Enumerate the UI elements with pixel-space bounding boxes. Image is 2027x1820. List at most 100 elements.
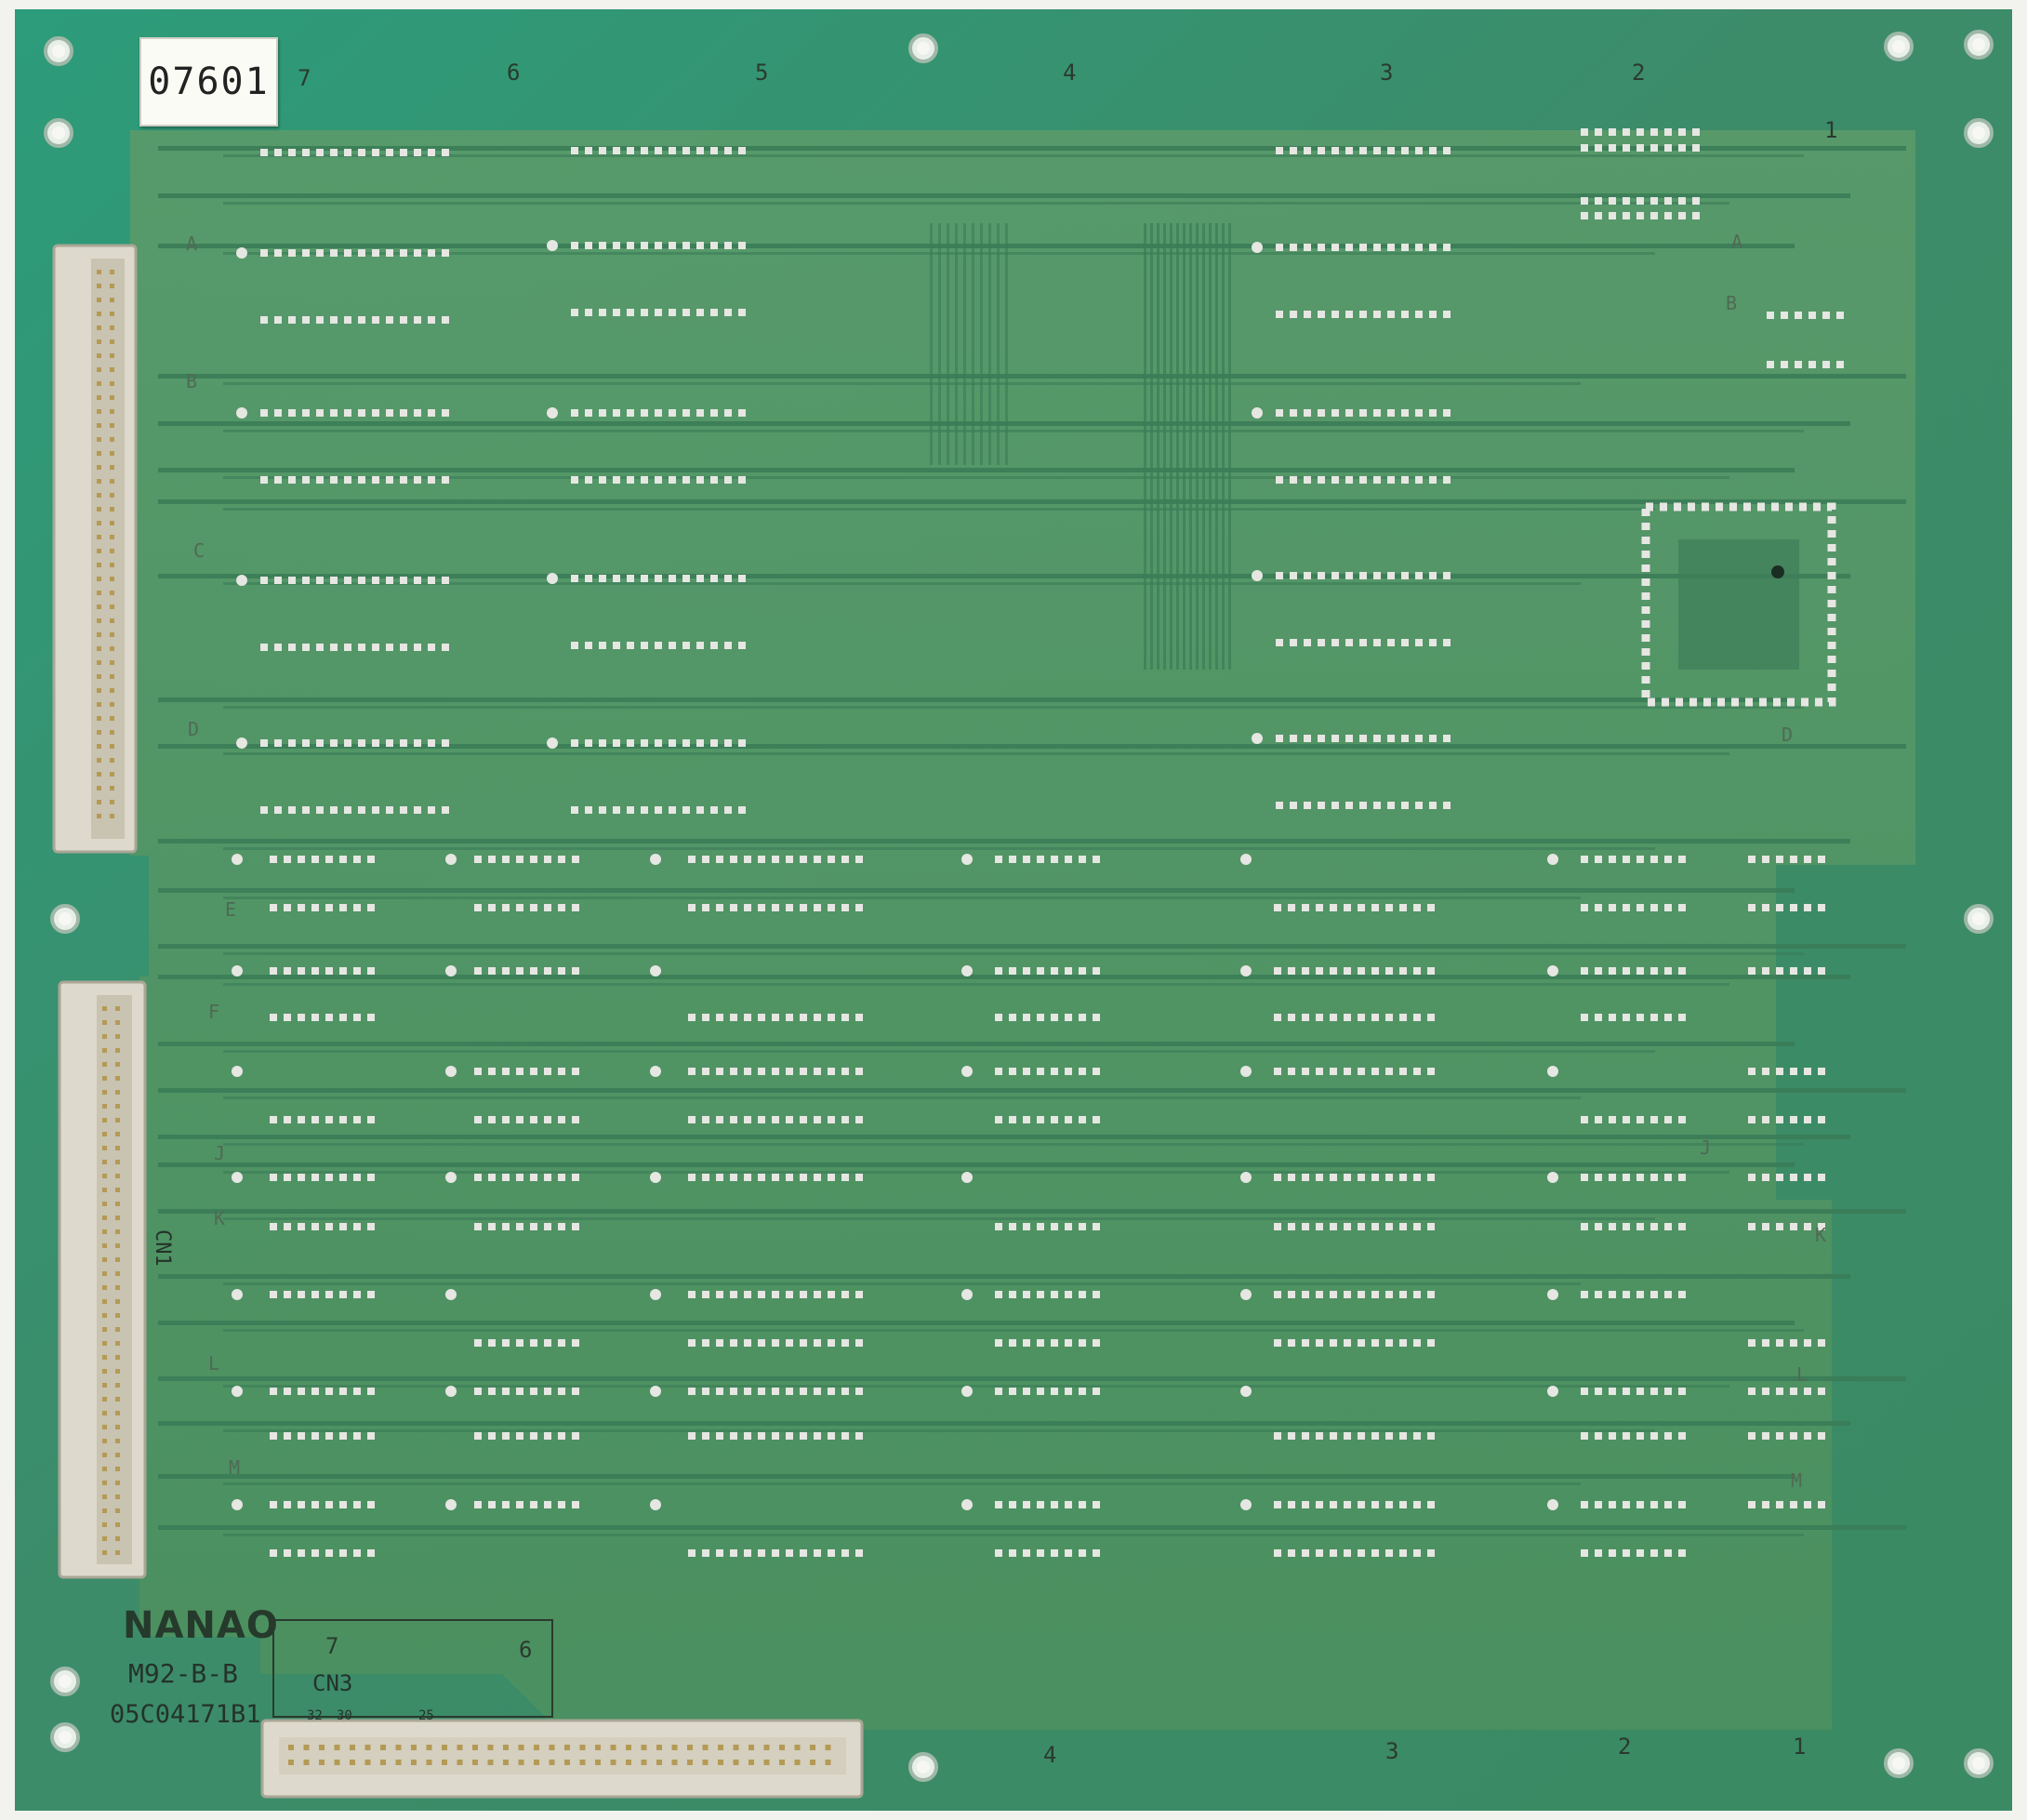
ic-pad — [724, 242, 732, 249]
via-pad — [232, 1172, 243, 1183]
connector-pin — [102, 1132, 107, 1136]
connector-pin — [110, 577, 114, 581]
ic-pad — [1595, 1116, 1602, 1123]
connector-pin — [626, 1760, 631, 1765]
via-pad — [1547, 1499, 1558, 1510]
ic-pad — [1037, 967, 1044, 975]
connector-pin — [610, 1745, 616, 1750]
via-pad — [445, 854, 457, 865]
ic-pad — [1595, 904, 1602, 911]
via-pad — [232, 1499, 243, 1510]
bus-trace — [158, 468, 1795, 472]
ic-pad — [1023, 1501, 1030, 1508]
ic-pad — [1093, 1501, 1100, 1508]
ic-pad — [1401, 735, 1409, 742]
ic-pad — [339, 1116, 347, 1123]
connector-pin — [115, 1508, 120, 1513]
ic-pad — [655, 739, 662, 747]
ic-pad — [311, 1116, 319, 1123]
via-pad — [1252, 733, 1263, 744]
ic-pad — [800, 1388, 807, 1395]
ic-pad — [1623, 128, 1630, 136]
ic-pad — [716, 1174, 723, 1181]
ic-pad — [330, 316, 338, 324]
trace-bundle — [997, 223, 1000, 465]
ic-pad — [1387, 476, 1395, 484]
ic-pad — [367, 1501, 375, 1508]
ic-pad — [1399, 1501, 1407, 1508]
ic-pad — [1818, 1339, 1825, 1347]
connector-pin — [102, 1216, 107, 1220]
ic-pad — [1818, 904, 1825, 911]
ic-pad — [702, 1291, 709, 1298]
ic-pad — [1276, 572, 1283, 579]
ic-pad — [428, 316, 435, 324]
ic-pad — [710, 147, 718, 154]
ic-pad — [1373, 476, 1381, 484]
ic-pad — [558, 1501, 565, 1508]
ic-pad — [1767, 361, 1774, 368]
ic-pad — [428, 149, 435, 156]
ic-pad — [558, 967, 565, 975]
ic-pad — [828, 1549, 835, 1557]
ic-pad — [325, 1014, 333, 1021]
connector-pin — [549, 1760, 555, 1765]
ic-pad — [474, 1174, 482, 1181]
ic-pad — [841, 1388, 849, 1395]
ic-pad — [730, 856, 737, 863]
ic-pad — [1304, 802, 1311, 809]
via-pad — [1240, 1386, 1252, 1397]
ic-pad — [1443, 147, 1451, 154]
ic-pad — [1079, 967, 1086, 975]
via-pad — [232, 965, 243, 976]
ic-pad — [1358, 1432, 1365, 1440]
ic-pad — [669, 575, 676, 582]
via-pad — [961, 854, 973, 865]
ic-pad — [800, 1116, 807, 1123]
connector-pin — [115, 1369, 120, 1374]
ic-pad — [814, 904, 821, 911]
ic-pad — [1358, 1223, 1365, 1230]
ic-pad — [325, 856, 333, 863]
ic-pad — [627, 476, 634, 484]
ic-pad — [530, 904, 537, 911]
ic-pad — [270, 1116, 277, 1123]
plcc-hole — [1771, 565, 1784, 578]
ic-pad — [1316, 967, 1323, 975]
ic-pad — [1443, 476, 1451, 484]
ic-pad — [1316, 1223, 1323, 1230]
ic-pad — [772, 856, 779, 863]
ic-pad — [1636, 197, 1644, 205]
ic-pad — [786, 1116, 793, 1123]
ic-pad — [758, 1174, 765, 1181]
ic-pad — [339, 1014, 347, 1021]
ic-pad — [814, 856, 821, 863]
via-pad — [650, 1289, 661, 1300]
ic-pad — [302, 577, 310, 584]
connector-pin — [110, 367, 114, 372]
ic-pad — [1664, 1116, 1672, 1123]
ic-pad — [367, 1174, 375, 1181]
ic-pad — [288, 149, 296, 156]
ic-pad — [1790, 1174, 1797, 1181]
ic-pad — [1818, 1174, 1825, 1181]
ic-pad — [1304, 476, 1311, 484]
trace-bundle — [1163, 223, 1166, 670]
connector-pin — [110, 353, 114, 358]
ic-pad — [1345, 147, 1353, 154]
connector-pin — [102, 1020, 107, 1025]
connector-pin — [97, 423, 101, 428]
ic-pad — [1330, 1068, 1337, 1075]
ic-pad — [1079, 1388, 1086, 1395]
ic-pad — [1274, 1501, 1281, 1508]
connector-pin — [97, 493, 101, 498]
ic-pad — [1399, 1549, 1407, 1557]
ic-pad — [1288, 904, 1295, 911]
ic-pad — [516, 1068, 523, 1075]
ic-pad — [1288, 967, 1295, 975]
ic-pad — [1302, 1549, 1309, 1557]
trace-bundle — [980, 223, 983, 465]
ic-pad — [730, 1014, 737, 1021]
ic-pad — [841, 1432, 849, 1440]
ic-pad — [585, 409, 592, 417]
